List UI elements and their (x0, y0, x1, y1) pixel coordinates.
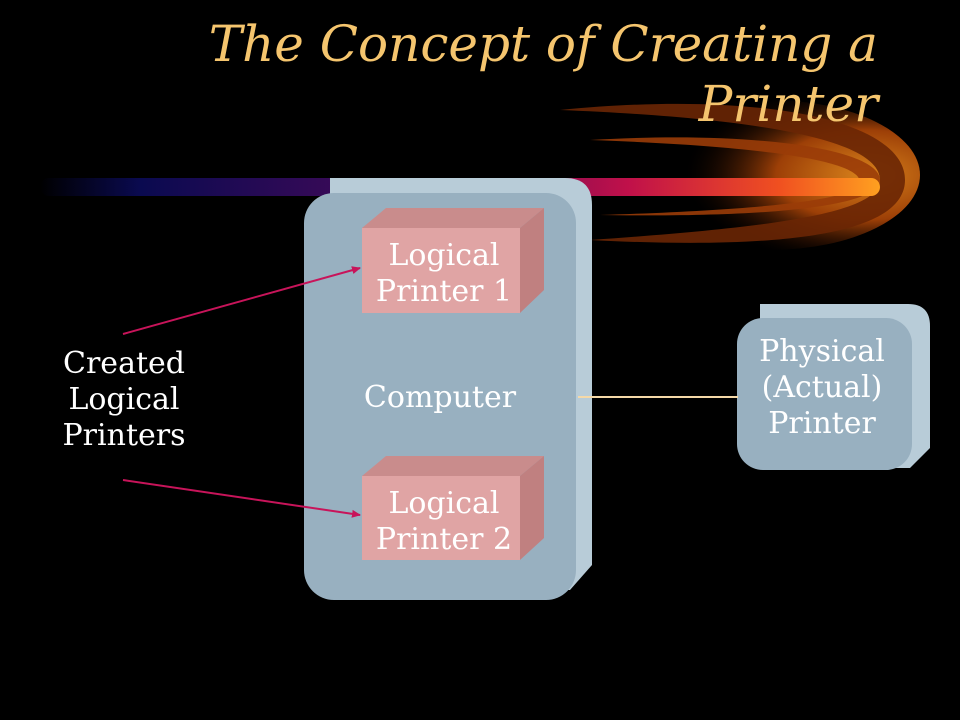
physical-printer-label: Physical (Actual) Printer (738, 334, 906, 442)
logical-printer-2-box (362, 456, 544, 560)
logical-printer-1-box (362, 208, 544, 313)
arrow-to-logical-printer-1 (122, 266, 361, 335)
physical-printer-line-1: Physical (759, 334, 885, 369)
logical-printer-1-line-1: Logical (388, 238, 500, 273)
physical-printer-box (737, 304, 930, 470)
slide-title: The Concept of Creating a Printer (208, 15, 878, 133)
logical-printer-2-label: Logical Printer 2 (358, 486, 530, 558)
physical-printer-line-3: Printer (768, 406, 876, 441)
logical-printer-2-line-2: Printer 2 (375, 522, 513, 557)
logical-printer-1-label: Logical Printer 1 (358, 238, 530, 310)
created-logical-printers-label: Created Logical Printers (36, 346, 212, 454)
created-label-line-1: Created (63, 346, 185, 381)
arrow-to-logical-printer-2 (122, 479, 361, 518)
created-label-line-3: Printers (62, 418, 186, 453)
logical-printer-1-line-2: Printer 1 (375, 274, 513, 309)
computer-label: Computer (363, 380, 517, 415)
physical-printer-line-2: (Actual) (761, 370, 883, 405)
created-label-line-2: Logical (68, 382, 180, 417)
logical-printer-2-line-1: Logical (388, 486, 500, 521)
